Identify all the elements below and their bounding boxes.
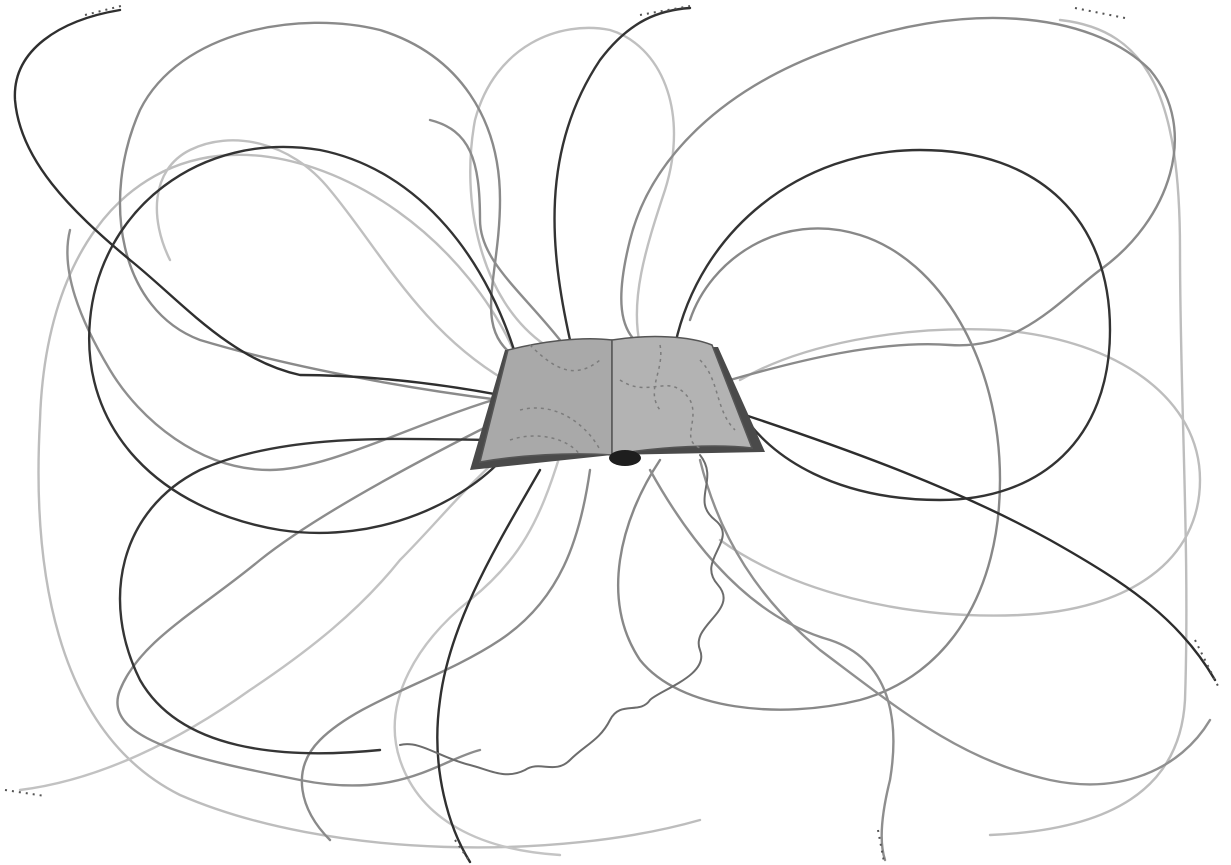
line-light-left-outer [39, 155, 700, 848]
line-dark-right-diagonal [745, 415, 1215, 680]
line-mid-bottom-right [650, 470, 893, 860]
line-mid-top-left-loop [120, 23, 520, 400]
line-light-right-tall [990, 20, 1186, 835]
book-right-page [612, 337, 752, 455]
line-light-right-ellipse [720, 329, 1200, 615]
line-mid-left-lower-loop [117, 420, 500, 786]
book-left-page [480, 339, 612, 462]
line-dark-left-circle [89, 147, 520, 533]
line-dark-top-left-sweep [15, 10, 500, 395]
line-light-top-loop [470, 28, 674, 345]
line-mid-right-circle [618, 228, 1000, 709]
line-end-top-center [640, 6, 690, 15]
book-spine [609, 450, 641, 466]
line-end-bottom-left [5, 790, 45, 796]
line-end-right [1195, 640, 1220, 690]
line-mid-left-mid-loop [67, 230, 510, 470]
wavy-line [400, 455, 724, 774]
line-end-top-right [1075, 8, 1125, 18]
line-mid-lower-right-sweep [700, 460, 1210, 784]
line-mid-top-right-loop [621, 18, 1175, 380]
open-book [470, 337, 765, 470]
line-dark-lower-left-loop [120, 439, 505, 753]
line-light-lower-left [20, 440, 520, 790]
